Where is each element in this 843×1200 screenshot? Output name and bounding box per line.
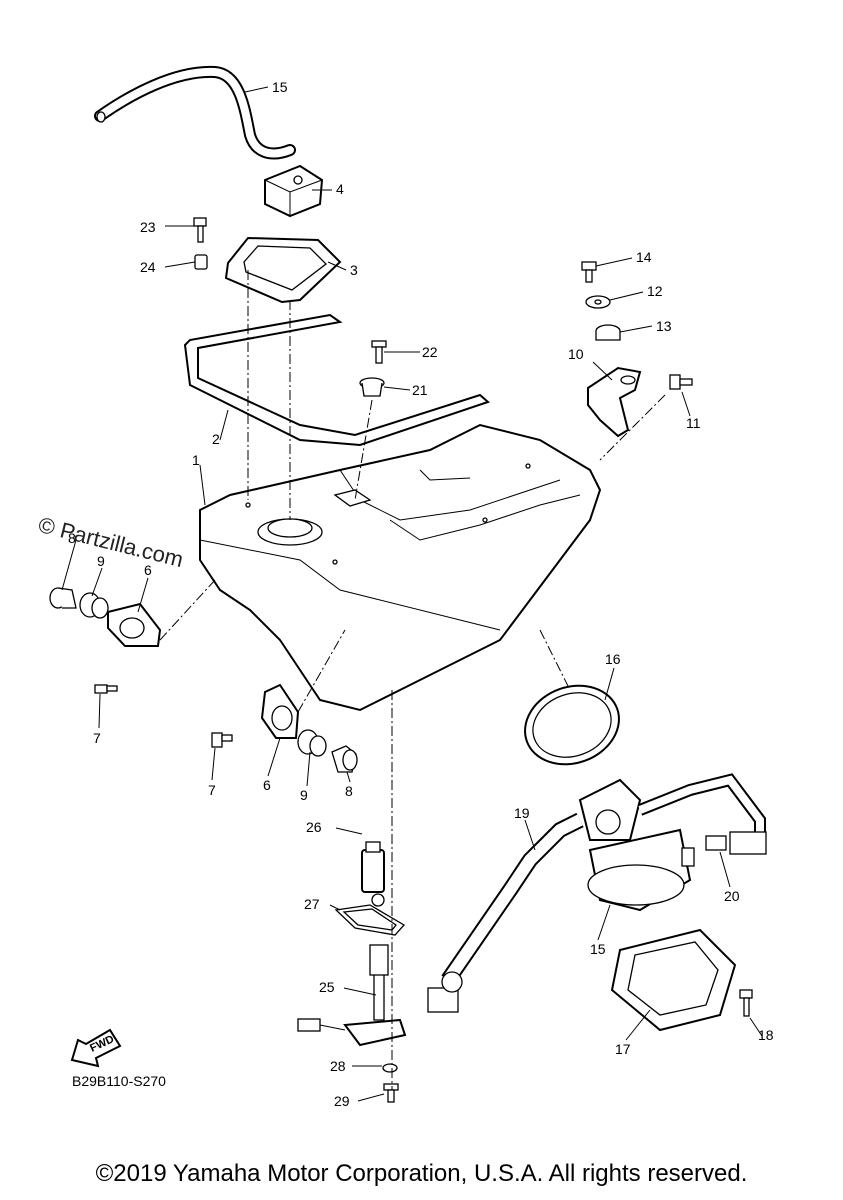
washer-28 [382, 1063, 398, 1073]
bolt-7-left [94, 684, 118, 694]
bolt-23 [193, 217, 207, 243]
callout-13: 13 [656, 318, 672, 334]
callout-14: 14 [636, 249, 652, 265]
callout-29: 29 [334, 1093, 350, 1109]
callout-17: 17 [615, 1041, 631, 1057]
callout-numbers: 15 4 3 23 24 1 2 22 21 14 12 13 10 11 8 … [68, 79, 774, 1109]
fuel-tank [199, 423, 602, 712]
callout-27: 27 [304, 896, 320, 912]
sensor-26 [361, 841, 385, 907]
callout-20: 20 [724, 888, 740, 904]
seal-9-center [297, 729, 327, 757]
callout-19: 19 [514, 805, 530, 821]
callout-10: 10 [568, 346, 584, 362]
collar-24 [194, 254, 208, 270]
assembly-lines [159, 270, 666, 1090]
callout-25: 25 [319, 979, 335, 995]
fuel-tank-cap [264, 164, 324, 218]
cap-holder [224, 236, 342, 304]
fuel-sender-25 [297, 944, 407, 1047]
leader-lines [61, 86, 763, 1102]
clip-20 [705, 835, 727, 851]
callout-15: 15 [590, 941, 606, 957]
callout-6-center: 6 [263, 777, 271, 793]
callout-26: 26 [306, 819, 322, 835]
bolt-11 [669, 374, 693, 390]
gasket-16 [524, 684, 620, 766]
bolt-18 [739, 989, 753, 1017]
cap-8-center [331, 745, 358, 773]
flange-6-left [107, 602, 162, 647]
callout-8-left: 8 [68, 530, 76, 546]
callout-7-center: 7 [208, 782, 216, 798]
callout-1: 1 [192, 452, 200, 468]
breather-hose [94, 65, 296, 160]
tank-seal-strip [183, 313, 490, 447]
callout-18: 18 [758, 1027, 774, 1043]
damper-13 [595, 324, 621, 341]
callout-9-left: 9 [97, 553, 105, 569]
bolt-29 [383, 1083, 399, 1103]
seal-9-left [79, 592, 109, 619]
grommet-21 [359, 377, 385, 397]
copyright-notice: ©2019 Yamaha Motor Corporation, U.S.A. A… [95, 1160, 748, 1187]
callout-11: 11 [686, 415, 701, 431]
diagram-code: B29B110-S270 [72, 1073, 166, 1089]
callout-4: 4 [336, 181, 344, 197]
callout-3: 3 [350, 262, 358, 278]
callout-2: 2 [212, 431, 220, 447]
bracket-10 [587, 366, 642, 438]
callout-28: 28 [330, 1058, 346, 1074]
callout-5: 15 [272, 79, 288, 95]
callout-7-left: 7 [93, 730, 101, 746]
fuel-pump-15 [578, 773, 767, 912]
callout-24: 24 [140, 259, 156, 275]
pump-plate-17 [610, 928, 737, 1032]
callout-23: 23 [140, 219, 156, 235]
callout-21: 21 [412, 382, 428, 398]
callout-6-left: 6 [144, 562, 152, 578]
callout-16: 16 [605, 651, 621, 667]
flange-6-center [260, 683, 300, 739]
fwd-arrow: FWD [70, 1028, 122, 1068]
callout-8-center: 8 [345, 783, 353, 799]
gasket-27 [334, 904, 406, 936]
washer-12 [585, 295, 611, 309]
callout-9-center: 9 [300, 787, 308, 803]
callout-22: 22 [422, 344, 438, 360]
bolt-7-center [211, 732, 233, 748]
fuel-hose-19 [427, 812, 584, 1013]
cap-8-left [49, 587, 77, 609]
screw-22 [371, 340, 387, 364]
callout-12: 12 [647, 283, 663, 299]
bolt-14 [581, 261, 597, 283]
